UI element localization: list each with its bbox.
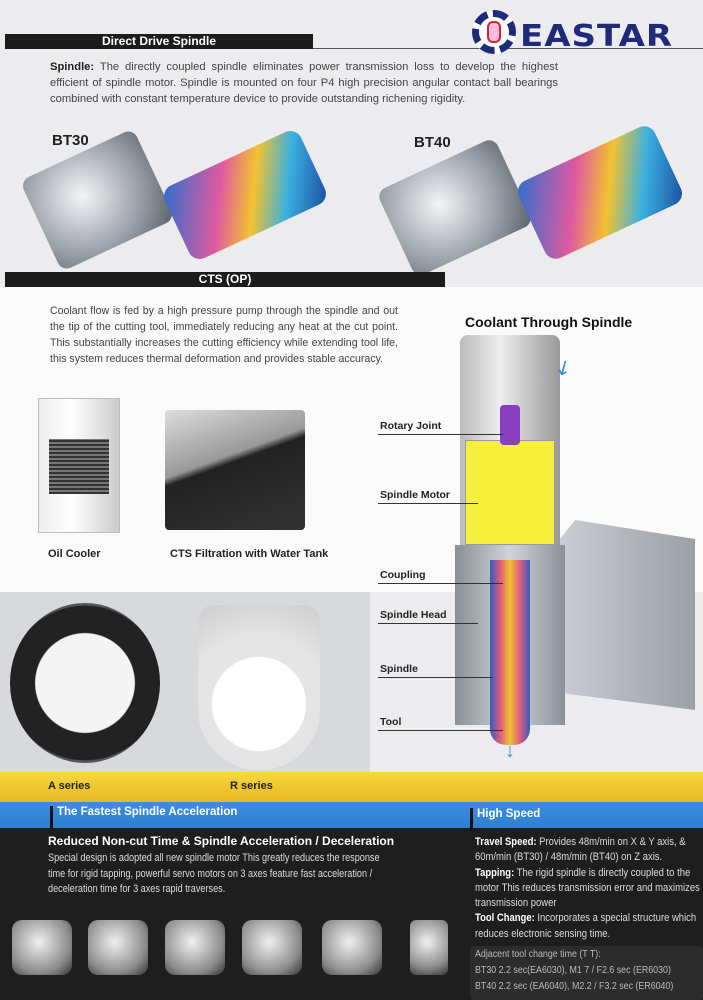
bt30-cutaway-image	[160, 127, 330, 263]
part-image-1	[12, 920, 72, 975]
bt30-label: BT30	[52, 132, 89, 149]
part-image-5	[322, 920, 382, 975]
machine-column-image	[545, 520, 695, 710]
cts-filtration-image	[165, 410, 305, 530]
cts-header: CTS (OP)	[5, 272, 445, 287]
leader-tool	[378, 730, 503, 731]
leader-spindle-motor	[378, 503, 478, 504]
label-rotary-joint: Rotary Joint	[380, 420, 442, 432]
a-series-caption: A series	[48, 780, 91, 792]
bt40-cutaway-image	[514, 122, 686, 263]
eastar-logo: EASTAR	[472, 8, 672, 58]
tapping-item: Tapping: The rigid spindle is directly c…	[475, 866, 700, 910]
acceleration-subtitle: Reduced Non-cut Time & Spindle Accelerat…	[48, 834, 395, 848]
tool-change-time-bt30: BT30 2.2 sec(EA6030), M1 7 / F2.6 sec (E…	[475, 965, 671, 976]
bt30-spindle-image	[19, 128, 176, 272]
label-spindle-head: Spindle Head	[380, 609, 447, 621]
logo-text: EASTAR	[520, 18, 674, 54]
acceleration-header: The Fastest Spindle Acceleration	[50, 806, 237, 828]
bt40-spindle-image	[376, 136, 534, 279]
part-image-6	[410, 920, 448, 975]
part-image-3	[165, 920, 225, 975]
leader-spindle	[378, 677, 493, 678]
part-image-2	[88, 920, 148, 975]
high-speed-header: High Speed	[470, 808, 540, 830]
rotary-joint-purple	[500, 405, 520, 445]
cts-filtration-caption: CTS Filtration with Water Tank	[170, 548, 329, 560]
tool-change-time-text: Adjacent tool change time (T T): BT30 2.…	[475, 947, 700, 995]
label-spindle-motor: Spindle Motor	[380, 489, 450, 501]
spindle-description: Spindle: The directly coupled spindle el…	[50, 61, 558, 105]
spindle-core	[490, 560, 530, 745]
gear-thumb-icon	[472, 10, 516, 54]
a-series-magazine-image	[10, 603, 160, 763]
high-speed-list: Travel Speed: Provides 48m/min on X & Y …	[475, 835, 703, 942]
leader-rotary-joint	[378, 434, 503, 435]
tool-change-time-title: Adjacent tool change time (T T):	[475, 949, 601, 960]
acceleration-body: Special design is adopted all new spindl…	[48, 852, 380, 895]
label-tool: Tool	[380, 716, 402, 728]
tool-change-item: Tool Change: Incorporates a special stru…	[475, 912, 697, 940]
part-image-4	[242, 920, 302, 975]
r-series-magazine-image	[198, 605, 320, 770]
yellow-band	[0, 772, 703, 802]
spindle-motor-yellow	[465, 440, 555, 545]
tool-change-time-box	[470, 946, 703, 1000]
travel-speed-item: Travel Speed: Provides 48m/min on X & Y …	[475, 836, 686, 864]
direct-drive-spindle-header: Direct Drive Spindle	[5, 34, 313, 49]
cts-description: Coolant flow is fed by a high pressure p…	[50, 305, 398, 365]
r-series-caption: R series	[230, 780, 273, 792]
leader-coupling	[378, 583, 503, 584]
blue-strip	[0, 802, 703, 828]
tool-change-time-bt40: BT40 2.2 sec (EA6040), M2.2 / F3.2 sec (…	[475, 981, 674, 992]
oil-cooler-caption: Oil Cooler	[48, 548, 101, 560]
coolant-through-spindle-title: Coolant Through Spindle	[465, 314, 633, 330]
label-spindle: Spindle	[380, 663, 418, 675]
oil-cooler-image	[38, 398, 120, 533]
bt40-label: BT40	[414, 134, 451, 151]
label-coupling: Coupling	[380, 569, 426, 581]
leader-spindle-head	[378, 623, 478, 624]
coolant-out-arrow-icon: ↓	[505, 740, 515, 762]
